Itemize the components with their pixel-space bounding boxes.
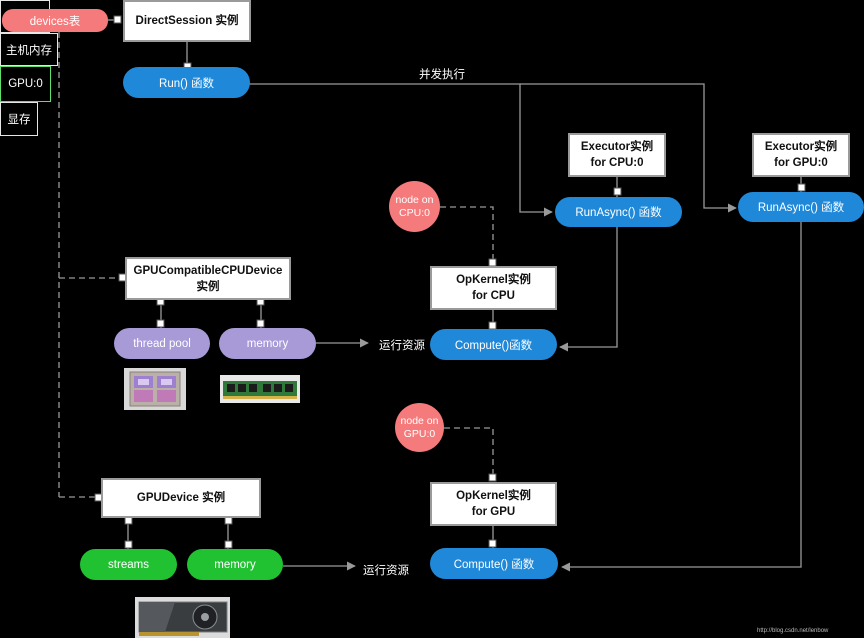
- gpu-memory-pill[interactable]: memory: [187, 549, 283, 580]
- executor-cpu-box[interactable]: Executor实例 for CPU:0: [568, 133, 666, 177]
- opkernel-cpu-box[interactable]: OpKernel实例 for CPU: [430, 266, 557, 310]
- watermark-text: http://blog.csdn.net/lenbow: [757, 628, 829, 634]
- gpu-run-resource-label: 运行资源: [363, 565, 409, 577]
- node-gpu-to-opkernel-dashed: [444, 427, 494, 478]
- node-on-cpu-circle[interactable]: node on CPU:0: [389, 181, 440, 232]
- thread-pool-pill[interactable]: thread pool: [114, 328, 210, 359]
- cpu-memory-pill[interactable]: memory: [219, 328, 316, 359]
- node-on-gpu-circle[interactable]: node on GPU:0: [395, 403, 444, 452]
- opkernel-gpu-box[interactable]: OpKernel实例 for GPU: [430, 482, 557, 526]
- direct-session-box[interactable]: DirectSession 实例: [123, 0, 251, 42]
- runasync-gpu-pill[interactable]: RunAsync() 函数: [738, 192, 864, 222]
- devices-table-node[interactable]: devices表: [2, 9, 108, 32]
- vram-label-box: 显存: [0, 102, 38, 136]
- run-function-pill[interactable]: Run() 函数: [123, 67, 250, 98]
- run-to-runasync-gpu-arrow: [520, 83, 737, 213]
- cpu-chip-image: [124, 368, 186, 410]
- compute-cpu-pill[interactable]: Compute()函数: [430, 329, 557, 360]
- parallel-execution-label: 并发执行: [419, 69, 465, 81]
- streams-pill[interactable]: streams: [80, 549, 177, 580]
- runasync-to-compute-cpu-arrow: [559, 226, 618, 352]
- ram-module-image: [220, 375, 300, 403]
- cpu-run-resource-label: 运行资源: [379, 340, 425, 352]
- run-to-runasync-cpu-arrow: [249, 83, 553, 217]
- runasync-to-compute-gpu-arrow: [561, 222, 802, 572]
- gpu0-label-box: GPU:0: [0, 66, 51, 102]
- host-memory-label-box: 主机内存: [0, 33, 58, 66]
- gpu-compatible-cpu-device-box[interactable]: GPUCompatibleCPUDevice 实例: [125, 257, 291, 300]
- node-cpu-to-opkernel-dashed: [440, 206, 494, 262]
- graphics-card-image: [135, 597, 230, 638]
- connector-handles: [94, 15, 806, 549]
- runasync-cpu-pill[interactable]: RunAsync() 函数: [555, 197, 682, 227]
- compute-gpu-pill[interactable]: Compute() 函数: [430, 548, 558, 579]
- gpu-device-box[interactable]: GPUDevice 实例: [101, 478, 261, 518]
- executor-gpu-box[interactable]: Executor实例 for GPU:0: [752, 133, 850, 177]
